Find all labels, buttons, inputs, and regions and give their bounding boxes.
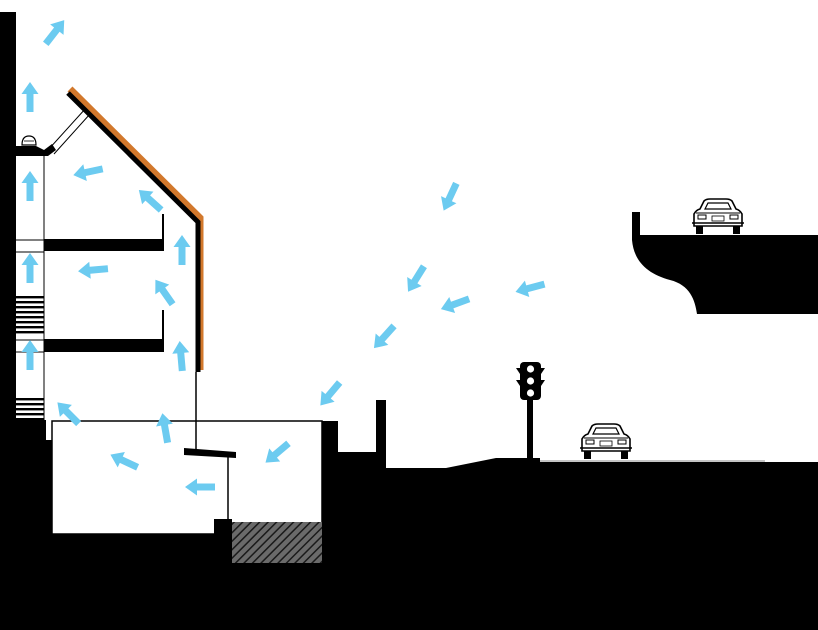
stair-tread — [16, 418, 44, 421]
car-icon — [580, 423, 632, 459]
arrow-icon — [515, 280, 546, 297]
stair-tread — [16, 311, 44, 314]
arrow-icon — [138, 189, 164, 213]
basement-space — [51, 420, 323, 535]
traffic-light-icon — [516, 362, 545, 460]
arrow-icon — [156, 413, 173, 444]
car-icon — [692, 198, 744, 234]
arrow-icon — [21, 253, 39, 283]
arrow-icon — [43, 20, 65, 46]
arrow-icon — [185, 478, 215, 496]
arrow-icon — [57, 402, 82, 427]
arrow-icon — [441, 181, 460, 211]
basement-step — [214, 519, 232, 534]
stair-tread — [16, 321, 44, 324]
skylight-line-b — [53, 113, 91, 155]
street-level — [516, 362, 765, 462]
hatched-pit — [232, 522, 322, 563]
stair-upper — [16, 296, 44, 334]
stair-tread — [16, 326, 44, 329]
arrow-icon — [73, 164, 104, 181]
stair-tread — [16, 413, 44, 416]
arrow-icon — [21, 82, 39, 112]
overpass-deck — [632, 212, 818, 314]
stair-tread — [16, 306, 44, 309]
skylight-line-a — [47, 107, 87, 151]
stair-tread — [16, 403, 44, 406]
roof-facade-accent — [67, 86, 204, 370]
arrow-icon — [265, 440, 291, 463]
arrow-icon — [320, 380, 343, 406]
basement — [51, 372, 323, 563]
elevated-road — [632, 198, 818, 314]
upper-floor-slab — [44, 239, 164, 251]
arrow-icon — [21, 340, 39, 370]
stair-tread — [16, 408, 44, 411]
arrow-icon — [173, 235, 191, 265]
ground-mass — [0, 12, 818, 630]
stair-tread — [16, 398, 44, 401]
stair-tread — [16, 301, 44, 304]
stair-tread — [16, 296, 44, 299]
stair-lower — [16, 398, 44, 436]
stair-tread — [16, 433, 44, 436]
basement-slab-lip — [184, 448, 236, 458]
middle-floor-slab — [44, 339, 164, 352]
roof-facade — [66, 91, 201, 372]
stair-tread — [16, 316, 44, 319]
arrow-icon — [78, 261, 109, 279]
arrow-icon — [155, 279, 176, 307]
arrow-icon — [373, 323, 397, 349]
arrow-icon — [21, 171, 39, 201]
stair-tread — [16, 331, 44, 334]
arrow-icon — [407, 264, 427, 292]
arrow-icon — [110, 452, 140, 471]
airflow-arrows — [21, 20, 546, 496]
roof-vent-icon — [21, 135, 37, 146]
house-section — [16, 86, 204, 436]
ground-profile — [0, 400, 818, 630]
stair-tread — [16, 428, 44, 431]
arrow-icon — [172, 341, 190, 372]
arrow-icon — [440, 295, 471, 314]
roof-ledge — [16, 144, 56, 156]
stair-tread — [16, 423, 44, 426]
